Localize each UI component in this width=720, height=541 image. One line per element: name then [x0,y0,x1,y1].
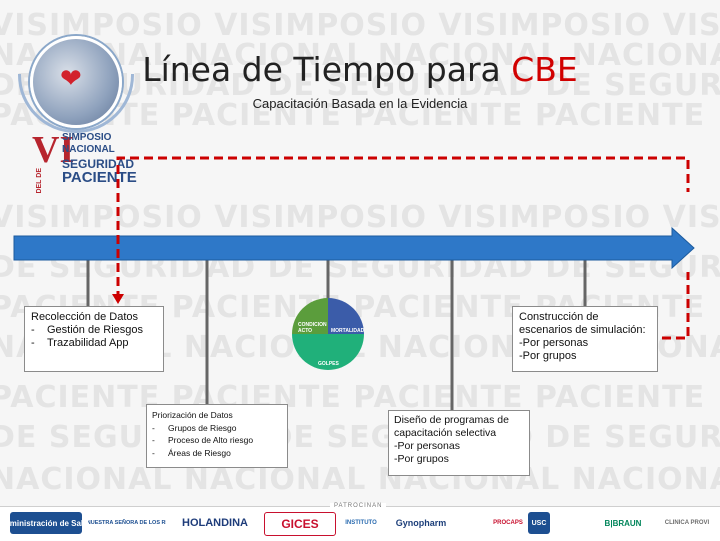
box-recoleccion-datos: Recolección de Datos -Gestión de Riesgos… [24,306,164,372]
sponsor-logo: CLINICA NUESTRA SEÑORA DE LOS REMEDIOS [88,520,166,526]
pie-label: MORTALIDAD [331,328,365,334]
list-item-text: Proceso de Alto riesgo [168,435,254,445]
box-line: -Por personas [519,337,589,349]
box-line: -Por personas [394,440,460,452]
box-diseno-programas: Diseño de programas de capacitación sele… [388,410,530,476]
box-line: -Por grupos [394,453,449,465]
sponsor-logo: GICES [264,512,336,536]
sponsors-bar [0,506,720,541]
sponsor-logo: HOLANDINA [182,517,248,529]
logo-line: NACIONAL [62,144,115,155]
list-item-text: Grupos de Riesgo [168,422,237,433]
sponsor-logo: CLINICA PROVI [664,520,710,526]
sponsors-heading: PATROCINAN [330,503,387,509]
box-title: Priorización de Datos [152,410,233,420]
pie-label: CONDICION ACTO [298,322,327,334]
list-item: -Áreas de Riesgo [152,447,231,458]
logo-line: SIMPOSIO [62,132,112,143]
pie-slice [292,298,328,334]
list-item-text: Trazabilidad App [47,337,129,349]
logo-line: SEGURIDAD [62,157,135,171]
box-line: Construcción de [519,311,599,323]
logo-numeral: VI [32,129,75,171]
heart-icon: ❤ [60,63,82,93]
pie-slice [328,298,364,334]
pie-slice [292,334,364,370]
box-title: Recolección de Datos [31,311,139,323]
page-title: Línea de Tiempo para CBE [130,50,590,89]
title-main: Línea de Tiempo para [142,50,512,89]
dashed-arrow-head [112,294,124,304]
box-priorizacion-datos: Priorización de Datos -Grupos de Riesgo … [146,404,288,468]
sponsor-logo: B|BRAUN [604,518,642,528]
list-item-text: Áreas de Riesgo [168,447,231,458]
page-subtitle: Capacitación Basada en la Evidencia [252,96,468,111]
list-item-text: Gestión de Riesgos [47,324,143,336]
box-line: -Por grupos [519,350,577,362]
box-line: capacitación selectiva [394,427,497,439]
sponsor-logo: PROCAPS [493,520,523,526]
list-item: -Grupos de Riesgo [152,422,237,433]
box-line: Diseño de programas de [394,414,509,426]
logo-photo-circle [30,36,122,128]
list-item: -Trazabilidad App [31,337,129,349]
list-item: -Gestión de Riesgos [31,324,143,336]
dashed-path-top [116,156,690,300]
sponsor-logo: Gynopharm [395,518,447,528]
timeline-arrow [13,226,695,270]
list-item: -Proceso de Alto riesgo [152,435,254,445]
box-construccion-escenarios: Construcción de escenarios de simulación… [512,306,658,372]
pie-label: GOLPES [318,361,339,367]
sponsor-logo: Administración de Salud [10,512,82,534]
sponsor-logo: USC [528,512,550,534]
dashed-path-right [662,272,690,340]
box-line: escenarios de simulación: [519,324,646,336]
title-accent: CBE [511,50,578,89]
sponsor-logo: INSTITUTO [345,520,377,526]
